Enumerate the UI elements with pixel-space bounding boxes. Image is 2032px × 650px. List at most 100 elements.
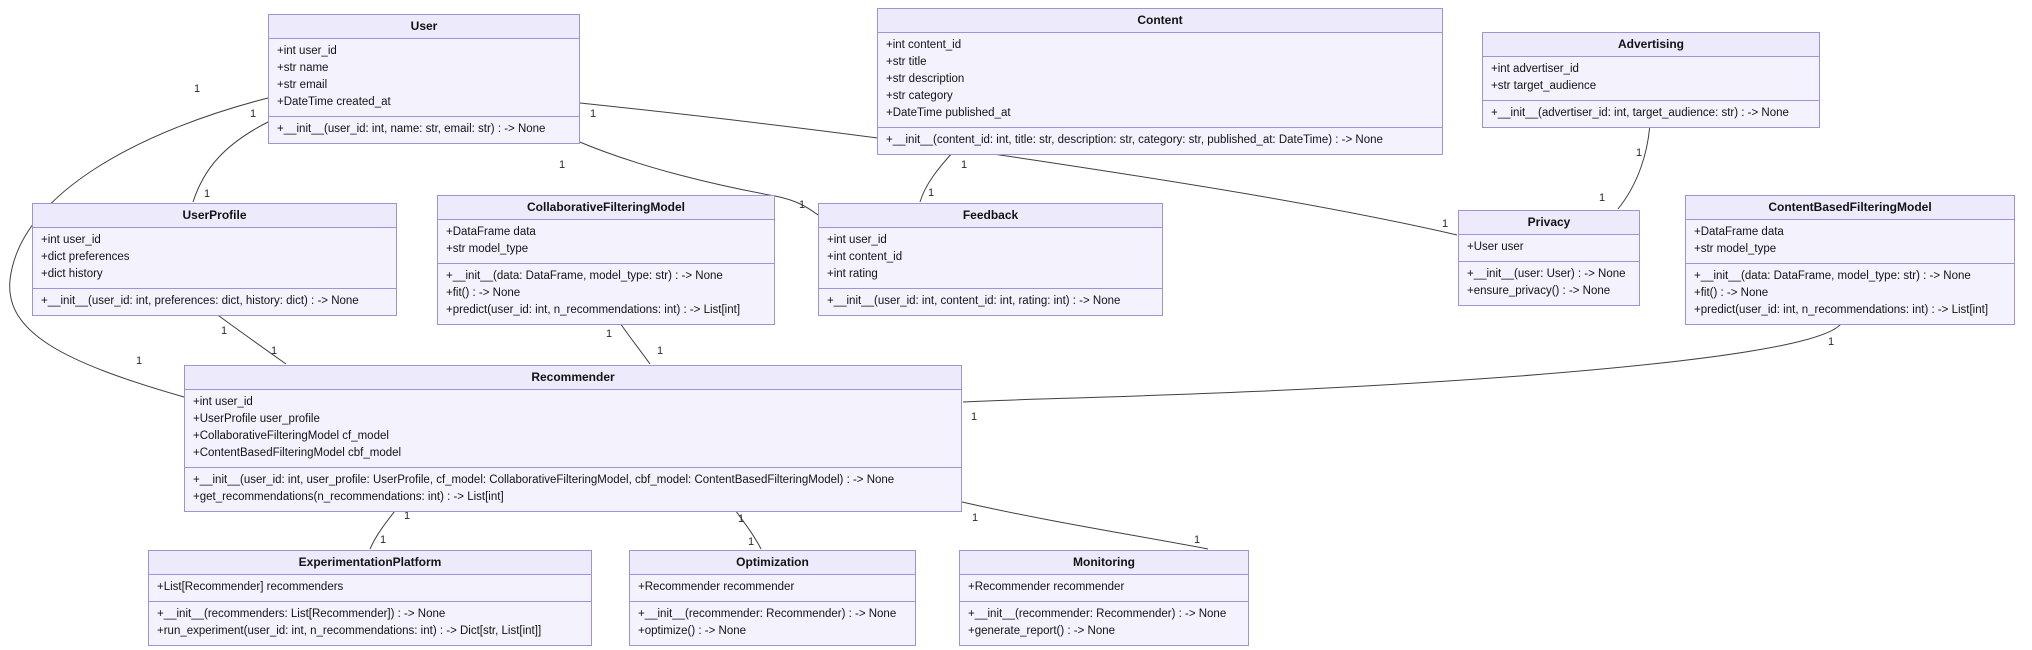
class-attribute: +Recommender recommender: [968, 581, 1125, 593]
multiplicity-label: 1: [136, 355, 142, 367]
relationship-user-recommender: [9, 97, 269, 398]
class-method-section: +__init__(user_id: int, name: str, email…: [269, 116, 579, 143]
class-box-userprofile: UserProfile +int user_id +dict preferences…: [32, 203, 397, 316]
multiplicity-label: 1: [799, 199, 805, 211]
class-method-section: +__init__(recommender: Recommender) : ->…: [630, 601, 915, 645]
multiplicity-label: 1: [204, 188, 210, 200]
class-attribute: +str name: [277, 62, 329, 74]
multiplicity-label: 1: [971, 411, 977, 423]
multiplicity-label: 1: [1442, 218, 1448, 230]
class-attribute-section: +Recommender recommender: [630, 575, 915, 601]
class-box-content: Content +int content_id +str title +str des…: [877, 8, 1443, 155]
class-title: UserProfile: [33, 204, 396, 228]
class-attribute-section: +DataFrame data +str model_type: [438, 220, 774, 263]
class-title: Feedback: [819, 204, 1162, 228]
class-attribute: +CollaborativeFilteringModel cf_model: [193, 430, 389, 442]
class-attribute: +dict preferences: [41, 251, 130, 263]
class-title: Content: [878, 9, 1442, 33]
class-box-contentbasedfilteringmodel: ContentBasedFilteringModel+DataFrame dat…: [1685, 195, 2015, 325]
multiplicity-label: 1: [1599, 192, 1605, 204]
class-attribute-section: +DataFrame data+str model_type: [1686, 220, 2014, 263]
class-attribute: +int rating: [827, 268, 878, 280]
multiplicity-label: 1: [1828, 336, 1834, 348]
class-method: +predict(user_id: int, n_recommendations…: [1694, 304, 1989, 316]
class-method-section: +__init__(content_id: int, title: str, d…: [878, 127, 1442, 154]
class-attribute: +int user_id: [193, 396, 253, 408]
multiplicity-label: 1: [250, 108, 256, 120]
class-title: Monitoring: [960, 551, 1248, 575]
class-attribute-section: +List[Recommender] recommenders: [149, 575, 591, 601]
class-method: +optimize() : -> None: [638, 625, 747, 637]
multiplicity-label: 1: [738, 513, 744, 525]
class-attribute: +int content_id: [886, 39, 962, 51]
class-attribute-section: +int advertiser_id +str target_audience: [1483, 57, 1819, 100]
class-box-monitoring: Monitoring +Recommender recommender +__ini…: [959, 550, 1249, 646]
class-method-section: +__init__(user_id: int, user_profile: Us…: [185, 467, 961, 511]
class-method-section: +__init__(recommender: Recommender) : ->…: [960, 601, 1248, 645]
multiplicity-label: 1: [194, 83, 200, 95]
class-title: User: [269, 15, 579, 39]
class-box-advertising: Advertising+int advertiser_id+str target…: [1482, 32, 1820, 128]
class-attribute-section: +int content_id +str title +str descriptio…: [878, 33, 1442, 127]
class-method: +fit() : -> None: [446, 287, 521, 299]
relationship-contentbasedfilteringmodel-recommender: [962, 319, 1844, 403]
class-method-section: +__init__(recommenders: List[Recommender…: [149, 601, 591, 645]
class-attribute: +str description: [886, 73, 965, 85]
class-attribute: +DateTime published_at: [886, 107, 1011, 119]
class-attribute: +UserProfile user_profile: [193, 413, 320, 425]
class-method: +fit() : -> None: [1694, 287, 1769, 299]
class-method: +__init__(data: DataFrame, model_type: s…: [1694, 270, 1971, 282]
class-attribute: +DataFrame data: [1694, 226, 1784, 238]
class-attribute-section: +int user_id+dict preferences+dict histo…: [33, 228, 396, 288]
class-title: Privacy: [1459, 211, 1639, 235]
relationship-user-userprofile: [192, 121, 269, 203]
class-box-experimentationplatform: ExperimentationPlatform +List[Recommender…: [148, 550, 592, 646]
class-attribute-section: +Recommender recommender: [960, 575, 1248, 601]
multiplicity-label: 1: [221, 325, 227, 337]
class-method: +__init__(user_id: int, name: str, email…: [277, 123, 546, 135]
class-method: +__init__(user_id: int, content_id: int,…: [827, 295, 1121, 307]
relationship-user-privacy: [579, 102, 1458, 236]
class-box-collaborativefilteringmodel: CollaborativeFilteringModel+DataFrame da…: [437, 195, 775, 325]
class-attribute: +str title: [886, 56, 927, 68]
class-method: +__init__(recommender: Recommender) : ->…: [638, 608, 897, 620]
class-method: +__init__(user: User) : -> None: [1467, 268, 1626, 280]
multiplicity-label: 1: [961, 159, 967, 171]
multiplicity-label: 1: [1194, 534, 1200, 546]
class-title: CollaborativeFilteringModel: [438, 196, 774, 220]
class-method-section: +__init__(data: DataFrame, model_type: s…: [438, 263, 774, 324]
relationship-advertising-privacy: [1617, 122, 1651, 210]
class-box-privacy: Privacy +User user +__init__(user: User) :…: [1458, 210, 1640, 306]
class-method-section: +__init__(user_id: int, content_id: int,…: [819, 288, 1162, 315]
class-attribute: +int advertiser_id: [1491, 63, 1579, 75]
class-method: +__init__(user_id: int, user_profile: Us…: [193, 474, 895, 486]
class-attribute: +int user_id: [827, 234, 887, 246]
class-box-user: User+int user_id+str name+str email+Date…: [268, 14, 580, 144]
class-method: +__init__(recommenders: List[Recommender…: [157, 608, 446, 620]
class-title: ExperimentationPlatform: [149, 551, 591, 575]
class-title: ContentBasedFilteringModel: [1686, 196, 2014, 220]
multiplicity-label: 1: [748, 536, 754, 548]
class-box-optimization: Optimization+Recommender recommender +__i…: [629, 550, 916, 646]
multiplicity-label: 1: [404, 510, 410, 522]
class-attribute: +str model_type: [446, 243, 529, 255]
multiplicity-label: 1: [271, 345, 277, 357]
multiplicity-label: 1: [928, 187, 934, 199]
class-method: +predict(user_id: int, n_recommendations…: [446, 304, 741, 316]
class-method-section: +__init__(user_id: int, preferences: dic…: [33, 288, 396, 315]
relationship-recommender-monitoring: [961, 501, 1209, 550]
class-attribute: +DataFrame data: [446, 226, 536, 238]
class-attribute: +User user: [1467, 241, 1524, 253]
class-method: +__init__(content_id: int, title: str, d…: [886, 134, 1383, 146]
class-attribute: +int user_id: [41, 234, 101, 246]
class-method-section: +__init__(user: User) : -> None+ensure_p…: [1459, 261, 1639, 305]
class-attribute-section: +int user_id+str name+str email+DateTime…: [269, 39, 579, 116]
class-attribute: +str target_audience: [1491, 80, 1597, 92]
class-attribute: +int content_id: [827, 251, 903, 263]
class-title: Optimization: [630, 551, 915, 575]
class-attribute: +List[Recommender] recommenders: [157, 581, 344, 593]
class-method: +generate_report() : -> None: [968, 625, 1116, 637]
relationship-user-feedback: [574, 139, 819, 216]
